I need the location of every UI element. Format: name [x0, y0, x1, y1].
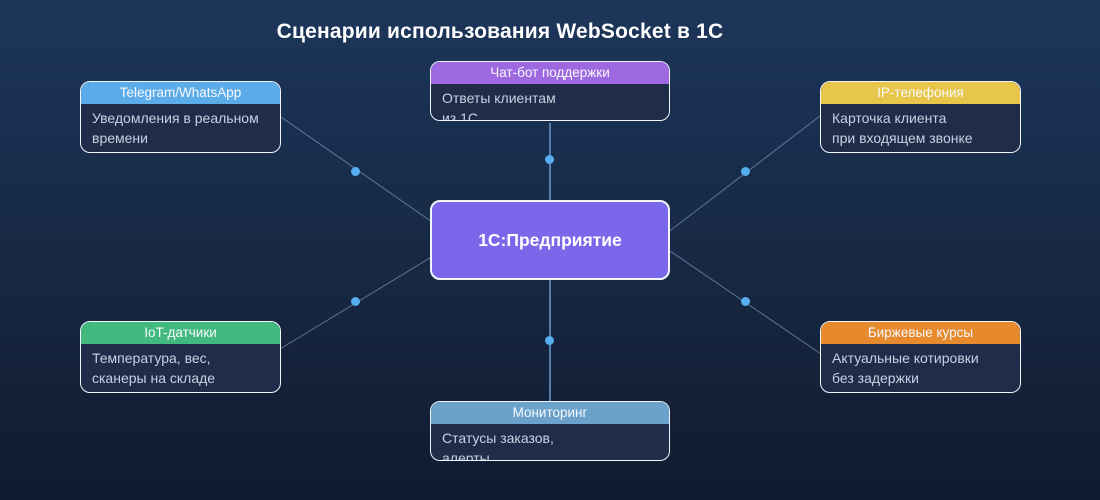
connector-dot: [741, 297, 750, 306]
connector-dot: [351, 167, 360, 176]
connector-dot: [545, 155, 554, 164]
node-telegram-whatsapp: Telegram/WhatsApp Уведомления в реальном…: [80, 81, 281, 153]
node-header: IP-телефония: [821, 82, 1020, 104]
connector-dot: [545, 336, 554, 345]
node-body: Актуальные котировки без задержки: [832, 350, 979, 386]
node-monitoring: Мониторинг Статусы заказов, алерты: [430, 401, 670, 461]
connector-telegram: [280, 116, 449, 234]
node-body: Статусы заказов, алерты: [442, 430, 554, 461]
node-header: Мониторинг: [431, 402, 669, 424]
node-header: Чат-бот поддержки: [431, 62, 669, 84]
node-body: Карточка клиента при входящем звонке: [832, 110, 973, 146]
node-header: Биржевые курсы: [821, 322, 1020, 344]
node-body: Ответы клиентам из 1С: [442, 90, 556, 121]
node-body: Уведомления в реальном времени: [92, 110, 259, 146]
node-iot-sensors: IoT-датчики Температура, вес, сканеры на…: [80, 321, 281, 393]
connector-iot: [279, 246, 449, 350]
diagram-title: Сценарии использования WebSocket в 1С: [276, 20, 724, 43]
node-body: Температура, вес, сканеры на складе: [92, 350, 216, 386]
node-ip-telephony: IP-телефония Карточка клиента при входящ…: [820, 81, 1021, 153]
node-exchange-rates: Биржевые курсы Актуальные котировки без …: [820, 321, 1021, 393]
connector-dot: [351, 297, 360, 306]
node-chatbot: Чат-бот поддержки Ответы клиентам из 1С: [430, 61, 670, 121]
connector-dot: [741, 167, 750, 176]
node-header: IoT-датчики: [81, 322, 280, 344]
node-header: Telegram/WhatsApp: [81, 82, 280, 104]
node-1c-enterprise: 1С:Предприятие: [430, 200, 670, 280]
